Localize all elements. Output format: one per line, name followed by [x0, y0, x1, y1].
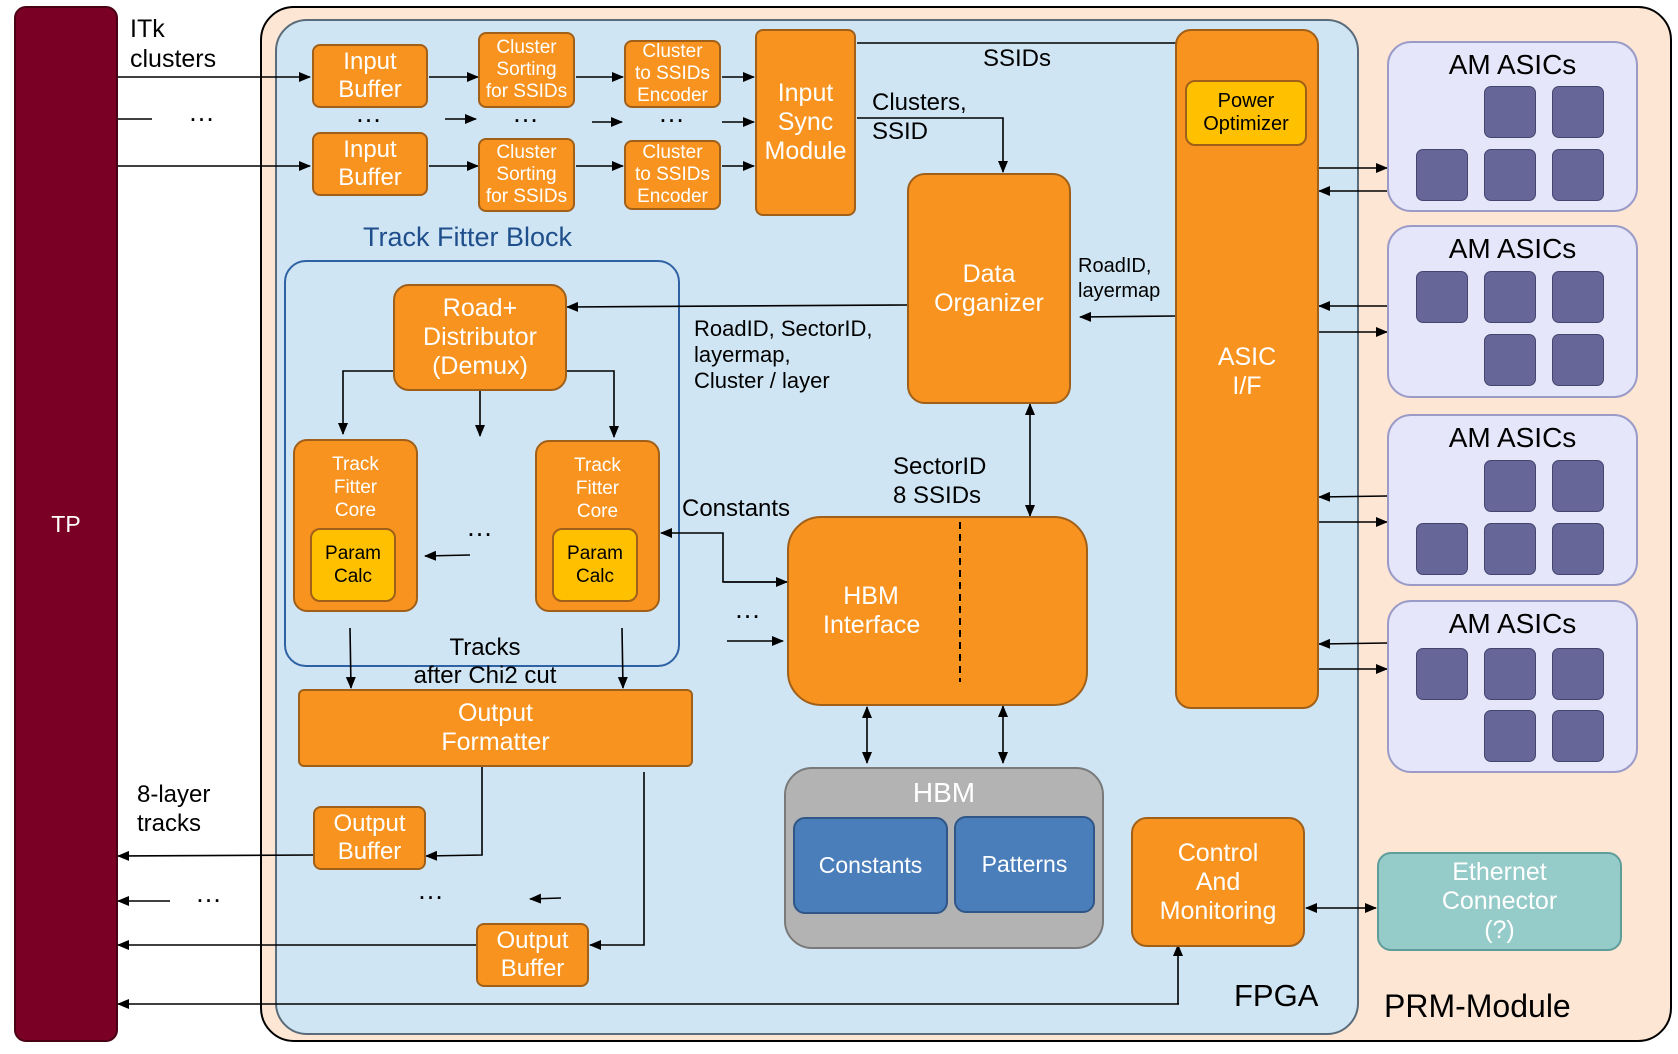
input-buffer-2: Input Buffer: [312, 132, 428, 196]
asic-chip: [1552, 271, 1604, 323]
tp-block: TP: [14, 6, 118, 1042]
clusters-ssid-label: Clusters, SSID: [872, 89, 967, 145]
am-asics-label-2: AM ASICs: [1448, 233, 1577, 264]
asic-chip: [1484, 86, 1536, 138]
asic-chip: [1552, 149, 1604, 201]
tracks-chi2-label: Tracks after Chi2 cut: [413, 634, 557, 689]
constants-flow-label: Constants: [682, 495, 791, 522]
output-buffer-2: Output Buffer: [476, 923, 589, 987]
hbm-interface-divider: [959, 522, 961, 682]
asic-chip: [1484, 460, 1536, 512]
asic-interface-label: ASIC I/F: [1217, 343, 1277, 400]
ssids-label: SSIDs: [983, 45, 1052, 72]
hbm-constants: Constants: [793, 817, 948, 914]
hbm-interface-label: HBM Interface: [823, 582, 921, 639]
input-ellipsis: …: [188, 97, 215, 127]
asic-chip: [1416, 271, 1468, 323]
asic-chip: [1484, 334, 1536, 386]
output-formatter: Output Formatter: [298, 689, 693, 767]
ssid-encoder-1: Cluster to SSIDs Encoder: [624, 40, 721, 108]
itk-clusters-label: ITk clusters: [130, 15, 217, 73]
hbm-interface: HBM Interface: [787, 516, 1088, 706]
roadid-layermap-label: RoadID, layermap: [1078, 255, 1161, 302]
asic-chip: [1552, 460, 1604, 512]
asic-chip: [1484, 648, 1536, 700]
track-fitter-block: [284, 260, 680, 667]
cluster-sorting-1: Cluster Sorting for SSIDs: [478, 32, 575, 108]
asic-chip: [1552, 710, 1604, 762]
asic-chip: [1484, 710, 1536, 762]
asic-chip: [1484, 271, 1536, 323]
track-fitter-title: Track Fitter Block: [363, 222, 573, 252]
param-calc-1: Param Calc: [310, 528, 396, 602]
output-buffer-dots: …: [417, 875, 444, 905]
hbm-input-ellipsis: …: [734, 594, 761, 624]
tp-label: TP: [51, 510, 81, 537]
prm-module-label: PRM-Module: [1384, 988, 1571, 1024]
roadid-sector-label: RoadID, SectorID, layermap, Cluster / la…: [694, 316, 873, 393]
asic-chip: [1484, 149, 1536, 201]
control-monitoring: Control And Monitoring: [1131, 817, 1305, 947]
hbm-title: HBM: [912, 777, 976, 808]
sectorid-ssids-label: SectorID 8 SSIDs: [893, 453, 987, 509]
asic-chip: [1552, 334, 1604, 386]
eight-layer-tracks-label: 8-layer tracks: [137, 781, 211, 837]
asic-chip: [1416, 648, 1468, 700]
asic-chip: [1552, 523, 1604, 575]
input-sync-module: Input Sync Module: [755, 29, 856, 216]
fpga-label: FPGA: [1234, 978, 1319, 1013]
output-buffer-1: Output Buffer: [313, 806, 426, 870]
asic-chip: [1416, 523, 1468, 575]
asic-chip: [1552, 86, 1604, 138]
track-fitter-core-2-label: Track Fitter Core: [574, 455, 621, 522]
am-asics-label-4: AM ASICs: [1448, 608, 1577, 639]
input-buffer-1: Input Buffer: [312, 44, 428, 108]
param-calc-2: Param Calc: [552, 528, 638, 602]
data-organizer: Data Organizer: [907, 173, 1071, 404]
ethernet-connector: Ethernet Connector (?): [1377, 852, 1622, 951]
power-optimizer: Power Optimizer: [1185, 80, 1307, 146]
asic-chip: [1484, 523, 1536, 575]
am-asics-label-1: AM ASICs: [1448, 49, 1577, 80]
track-fitter-core-1-label: Track Fitter Core: [332, 454, 379, 521]
road-distributor: Road+ Distributor (Demux): [393, 284, 567, 391]
hbm-patterns: Patterns: [954, 816, 1095, 913]
cluster-sorting-2: Cluster Sorting for SSIDs: [478, 138, 575, 212]
core-ellipsis: …: [466, 512, 493, 542]
asic-chip: [1552, 648, 1604, 700]
am-asics-label-3: AM ASICs: [1448, 422, 1577, 453]
ssid-encoder-2: Cluster to SSIDs Encoder: [624, 140, 721, 210]
output-ellipsis: …: [195, 878, 222, 908]
asic-chip: [1416, 149, 1468, 201]
